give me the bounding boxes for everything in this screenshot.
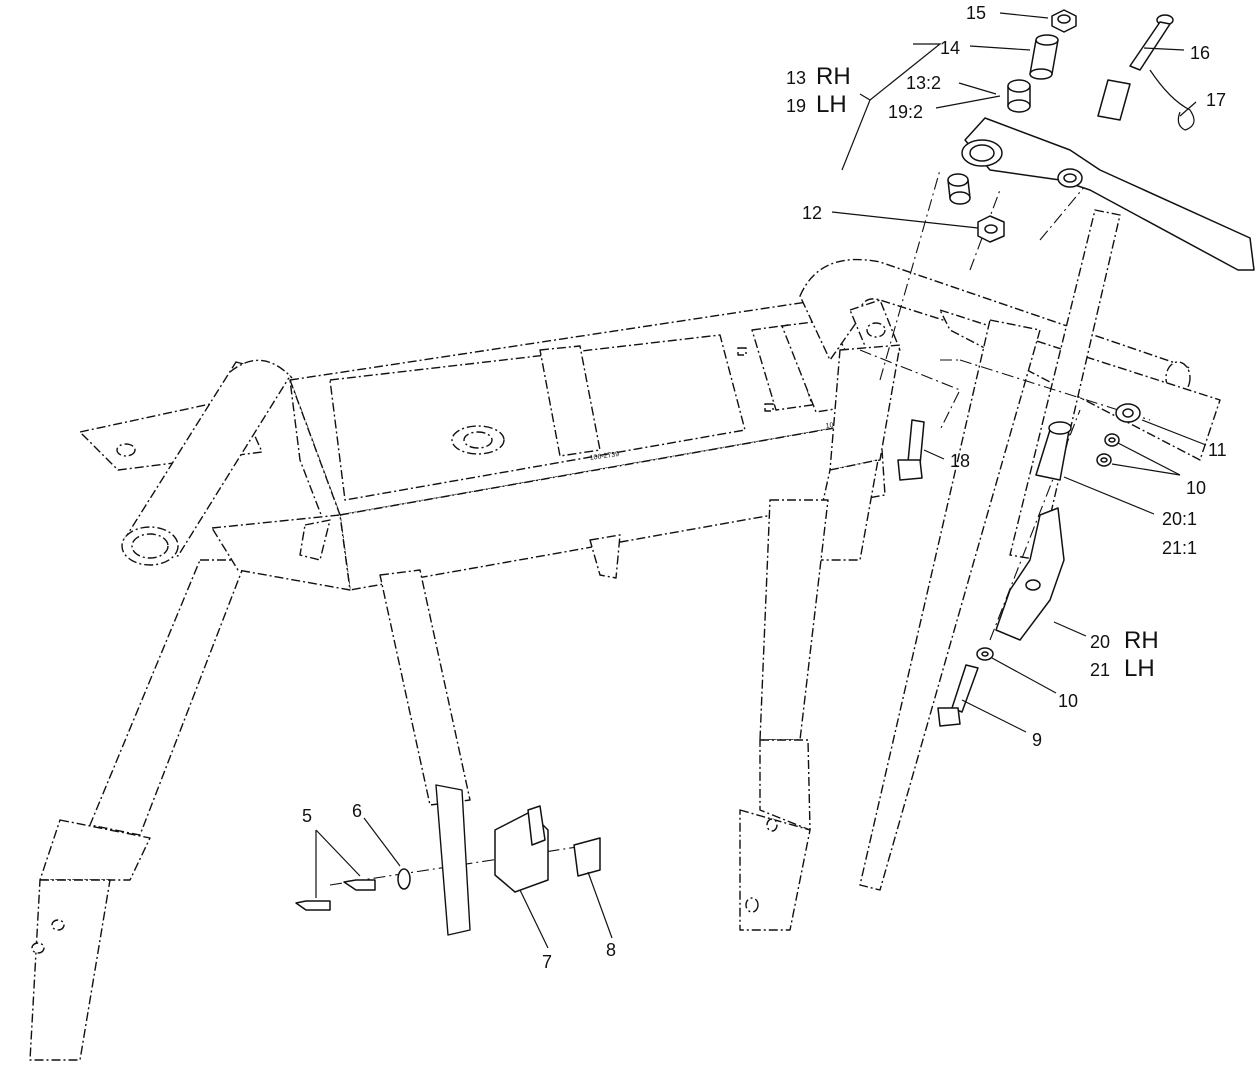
part-13-bushing xyxy=(1007,79,1031,113)
part-17-hairpin-clip xyxy=(1149,69,1195,131)
part-10-washer-lower xyxy=(976,647,994,661)
part-5-screws xyxy=(295,879,376,911)
callout-12: 12 xyxy=(802,203,822,223)
part-switch-bracket xyxy=(435,784,471,936)
callout-16: 16 xyxy=(1190,43,1210,63)
part-8-connector xyxy=(573,837,601,877)
callout-20-number: 20 xyxy=(1090,632,1110,652)
control-panel-box: 106-2739 106-2734 xyxy=(211,299,886,591)
callout-20-side: RH xyxy=(1124,627,1159,654)
part-12-nut xyxy=(977,215,1005,243)
part-16-clevis-pin xyxy=(1097,14,1174,121)
part-15-nut xyxy=(1051,9,1077,33)
callout-11: 11 xyxy=(1208,440,1227,460)
callout-20-1: 20:1 xyxy=(1162,509,1197,529)
callout-8: 8 xyxy=(606,940,616,960)
callout-13-number: 13 xyxy=(786,68,806,88)
callout-9: 9 xyxy=(1032,730,1042,750)
callout-10-lower: 10 xyxy=(1058,691,1078,711)
callout-17: 17 xyxy=(1206,90,1226,110)
callout-13-2: 13:2 xyxy=(906,73,941,93)
callout-15: 15 xyxy=(966,3,986,23)
part-20-bail-lever xyxy=(995,507,1065,641)
part-20-grip xyxy=(1035,421,1072,481)
part-14-spacer xyxy=(1029,34,1059,80)
callout-leaders xyxy=(315,12,1207,949)
callout-21-number: 21 xyxy=(1090,660,1110,680)
callout-6: 6 xyxy=(352,801,362,821)
callout-19-2: 19:2 xyxy=(888,102,923,122)
part-7-switch xyxy=(494,805,549,893)
callout-10-upper: 10 xyxy=(1186,478,1206,498)
part-6-washer xyxy=(397,868,411,890)
callout-21-1: 21:1 xyxy=(1162,538,1197,558)
callout-13-side: RH xyxy=(816,63,851,90)
callout-19-number: 19 xyxy=(786,96,806,116)
part-10-washers xyxy=(1096,433,1120,467)
callout-7: 7 xyxy=(542,952,552,972)
callout-21-side: LH xyxy=(1124,655,1155,682)
callout-labels: 15 14 13:2 19:2 13 RH 19 LH 16 17 12 18 … xyxy=(302,3,1227,972)
part-11-washer xyxy=(1115,403,1141,423)
part-13-lower-bushing xyxy=(947,173,971,205)
callout-5: 5 xyxy=(302,806,312,826)
callout-18: 18 xyxy=(950,451,970,471)
part-9-bolt xyxy=(937,664,979,727)
callout-19-side: LH xyxy=(816,91,847,118)
part-18-bolt xyxy=(897,419,925,481)
left-handle-leg xyxy=(29,359,293,1061)
callout-14: 14 xyxy=(940,38,960,58)
decal-label-a: 106-2739 xyxy=(589,451,619,462)
lever-arm xyxy=(961,117,1255,271)
